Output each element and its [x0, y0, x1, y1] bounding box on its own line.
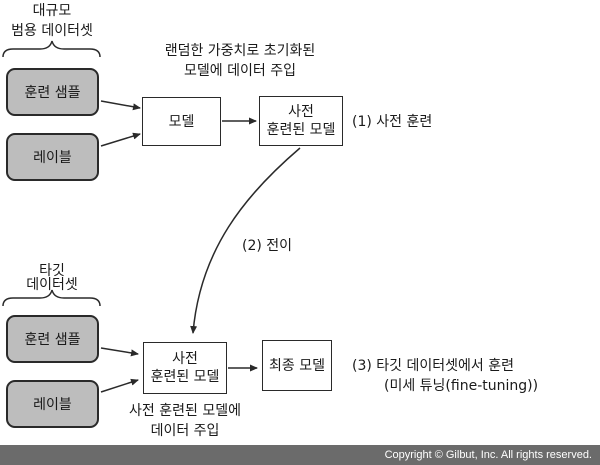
- top-dataset-label-line1: 대규모: [32, 3, 72, 19]
- final-model-box: 최종 모델: [262, 340, 332, 391]
- pretrained-caption-line1: 사전 훈련된 모델에: [129, 403, 241, 419]
- copyright-footer: Copyright © Gilbut, Inc. All rights rese…: [0, 445, 600, 465]
- top-dataset-brace: [2, 40, 101, 58]
- top-pretrained-model-box: 사전 훈련된 모델: [259, 96, 343, 146]
- top-training-samples-box: 훈련 샘플: [6, 68, 99, 116]
- top-dataset-label-line2: 범용 데이터셋: [11, 23, 93, 39]
- step2-transfer-label: (2) 전이: [242, 238, 293, 254]
- bottom-training-samples-box: 훈련 샘플: [6, 315, 99, 363]
- pretrained-caption-line2: 데이터 주입: [150, 423, 220, 439]
- bottom-dataset-label-line1: 타깃: [39, 263, 65, 279]
- top-pretrained-line2: 훈련된 모델: [266, 122, 336, 138]
- step3-label-line2: (미세 튜닝(fine-tuning)): [384, 378, 539, 394]
- arrow-transfer-curve: [190, 147, 301, 334]
- top-training-samples-label: 훈련 샘플: [24, 85, 81, 101]
- bottom-labels-label: 레이블: [33, 397, 72, 413]
- model-box: 모델: [142, 97, 221, 146]
- bottom-dataset-brace: [2, 289, 101, 307]
- bottom-labels-box: 레이블: [6, 380, 99, 428]
- bottom-pretrained-line2: 훈련된 모델: [150, 369, 220, 385]
- step3-label-line1: (3) 타깃 데이터셋에서 훈련: [352, 358, 514, 374]
- model-box-label: 모델: [168, 113, 195, 130]
- final-model-label: 최종 모델: [269, 357, 325, 374]
- arrow-samples-to-model: [100, 100, 141, 111]
- top-labels-label: 레이블: [33, 150, 72, 166]
- arrow-target-samples-to-pretrained: [100, 347, 139, 357]
- model-caption-line2: 모델에 데이터 주입: [184, 63, 296, 79]
- arrow-labels-to-model: [100, 132, 141, 147]
- diagram-connectors: [2, 40, 301, 393]
- arrow-target-labels-to-pretrained: [100, 378, 139, 393]
- bottom-pretrained-line1: 사전: [172, 351, 198, 367]
- model-caption-line1: 랜덤한 가중치로 초기화된: [164, 43, 316, 59]
- bottom-dataset-label-line2: 데이터셋: [26, 277, 78, 293]
- bottom-training-samples-label: 훈련 샘플: [24, 332, 81, 348]
- step1-pretraining-label: (1) 사전 훈련: [352, 114, 433, 130]
- bottom-pretrained-model-box: 사전 훈련된 모델: [143, 342, 227, 394]
- top-labels-box: 레이블: [6, 133, 99, 181]
- top-pretrained-line1: 사전: [288, 104, 314, 120]
